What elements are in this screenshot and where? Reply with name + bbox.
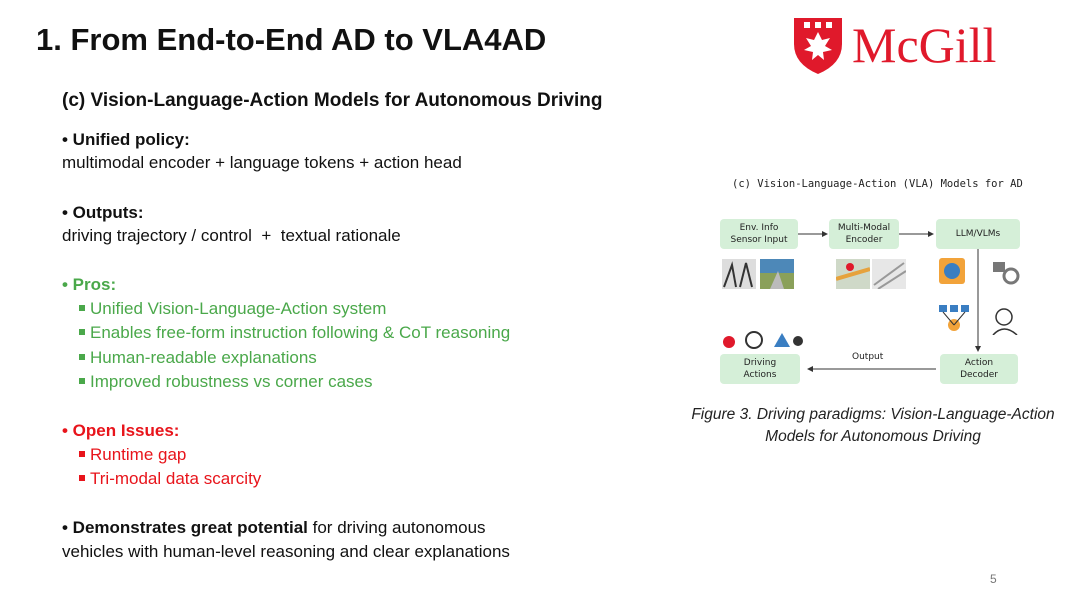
potential-line-2: vehicles with human-level reasoning and … xyxy=(62,542,510,561)
shield-icon xyxy=(794,18,842,74)
issues-label: • Open Issues: xyxy=(62,421,180,440)
potential-line-1: • Demonstrates great potential for drivi… xyxy=(62,518,486,537)
logo-wordmark: McGill xyxy=(852,17,997,73)
figure-caption: Figure 3. Driving paradigms: Vision-Lang… xyxy=(691,406,1055,445)
pros-item: Enables free-form instruction following … xyxy=(62,321,510,345)
page-number: 5 xyxy=(990,572,997,586)
pros-item: Unified Vision-Language-Action system xyxy=(62,297,386,321)
vision-model-icon xyxy=(939,258,965,284)
sensor-image-icon xyxy=(722,259,756,289)
issues-item: Runtime gap xyxy=(62,443,186,467)
figure-title: (c) Vision-Language-Action (VLA) Models … xyxy=(732,178,1023,190)
thinking-person-icon xyxy=(992,308,1018,335)
output-label: Output xyxy=(852,352,884,362)
map-image-icon xyxy=(836,259,870,289)
policy-text: multimodal encoder + language tokens + a… xyxy=(62,153,462,172)
pros-item: Improved robustness vs corner cases xyxy=(62,370,373,394)
outputs-text: driving trajectory / control + textual r… xyxy=(62,226,401,245)
pros-label: • Pros: xyxy=(62,275,117,294)
lidar-image-icon xyxy=(872,259,906,289)
figure-arrows xyxy=(797,231,981,372)
outputs-label: • Outputs: xyxy=(62,203,144,222)
page-title: 1. From End-to-End AD to VLA4AD xyxy=(36,22,547,57)
driving-actions-icon xyxy=(723,331,803,349)
mcgill-logo: McGill xyxy=(792,14,1037,76)
policy-label: • Unified policy: xyxy=(62,130,190,149)
llm-box: LLM/VLMs xyxy=(936,219,1020,249)
section-subtitle: (c) Vision-Language-Action Models for Au… xyxy=(62,90,603,111)
pros-item: Human-readable explanations xyxy=(62,346,317,370)
robot-gear-icon xyxy=(993,262,1020,285)
road-image-icon xyxy=(760,259,794,289)
issues-item: Tri-modal data scarcity xyxy=(62,467,261,491)
neural-network-icon xyxy=(939,305,969,331)
